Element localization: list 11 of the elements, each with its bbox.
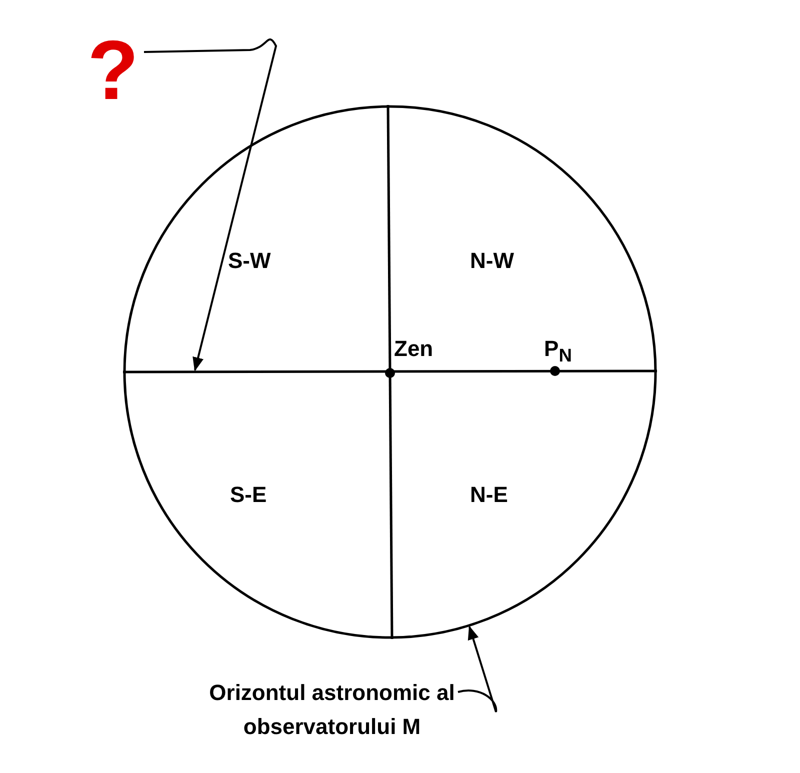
region-label: S-E bbox=[230, 482, 267, 508]
region-label: N-E bbox=[470, 482, 508, 508]
horizon-circle bbox=[123, 105, 657, 639]
question-mark: ? bbox=[84, 28, 142, 112]
region-label: S-W bbox=[228, 248, 271, 274]
region-label: N-W bbox=[470, 248, 514, 274]
leader-arrow bbox=[458, 626, 498, 713]
point-label: P$_{N}$ bbox=[544, 336, 572, 366]
point-label: Zen bbox=[394, 336, 434, 362]
caption-text: Orizontul astronomic al observatorului M bbox=[208, 676, 456, 756]
leader-arrow bbox=[144, 38, 277, 372]
